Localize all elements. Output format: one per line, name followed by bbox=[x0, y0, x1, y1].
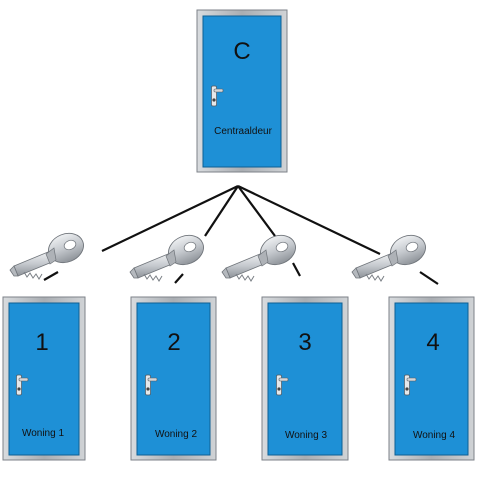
connection-lines bbox=[43, 185, 439, 285]
home-door-number: 4 bbox=[426, 329, 439, 356]
line-to-woning-4 bbox=[237, 185, 439, 285]
key-icon-woning-1 bbox=[9, 227, 89, 280]
central-door: C Centraaldeur bbox=[196, 9, 288, 173]
home-door-number: 3 bbox=[298, 329, 311, 356]
central-door-letter: C bbox=[233, 38, 250, 65]
home-door-2: 2 Woning 2 bbox=[130, 296, 217, 461]
central-door-caption: Centraaldeur bbox=[214, 126, 272, 137]
home-door-caption: Woning 4 bbox=[413, 430, 456, 441]
line-to-woning-2 bbox=[174, 185, 239, 284]
key-icon-woning-3 bbox=[221, 229, 301, 282]
home-door-number: 1 bbox=[35, 329, 48, 356]
home-door-4: 4 Woning 4 bbox=[388, 296, 475, 461]
line-to-woning-3 bbox=[237, 185, 301, 277]
line-to-woning-1 bbox=[43, 185, 239, 281]
home-door-caption: Woning 3 bbox=[285, 430, 328, 441]
key-icon-woning-2 bbox=[129, 229, 209, 282]
home-door-3: 3 Woning 3 bbox=[261, 296, 349, 461]
home-door-caption: Woning 2 bbox=[155, 429, 198, 440]
key-icon-woning-4 bbox=[351, 229, 431, 282]
home-door-caption: Woning 1 bbox=[22, 428, 65, 439]
home-door-1: 1 Woning 1 bbox=[2, 296, 86, 461]
home-door-number: 2 bbox=[167, 329, 180, 356]
